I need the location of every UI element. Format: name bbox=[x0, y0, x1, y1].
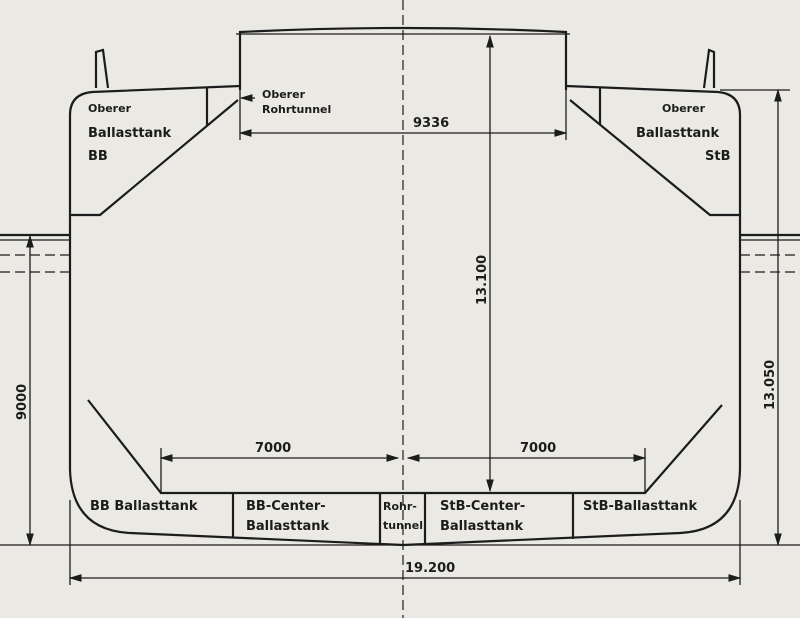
trunk-outline bbox=[238, 26, 568, 90]
upper-tunnel-label-1: Oberer bbox=[262, 88, 306, 101]
upper-tank-stbd-label-3: StB bbox=[705, 149, 731, 164]
port-center-label-1: BB-Center- bbox=[246, 499, 326, 514]
dim-depth-side-label: 13.050 bbox=[763, 360, 778, 410]
dim-depth-side bbox=[720, 88, 790, 547]
port-ballast-label: BB Ballasttank bbox=[90, 499, 198, 514]
pipe-tunnel-label-1: Rohr- bbox=[383, 500, 417, 513]
hull-outline bbox=[68, 84, 742, 547]
upper-tank-port-label-2: Ballasttank bbox=[88, 126, 172, 141]
waterline-port bbox=[0, 233, 70, 273]
waterline-stbd bbox=[740, 233, 800, 273]
upper-tunnel-label-2: Rohrtunnel bbox=[262, 103, 331, 116]
bottom-tank-walls bbox=[231, 493, 575, 544]
upper-tank-port-label-3: BB bbox=[88, 149, 108, 164]
dim-draft-label: 9000 bbox=[15, 384, 30, 420]
upper-tank-stbd-label-2: Ballasttank bbox=[636, 126, 720, 141]
post-port bbox=[94, 48, 110, 89]
stbd-center-label-1: StB-Center- bbox=[440, 499, 525, 514]
pipe-tunnel-label-2: tunnel bbox=[383, 519, 423, 532]
stbd-center-label-2: Ballasttank bbox=[440, 519, 524, 534]
stbd-ballast-label: StB-Ballasttank bbox=[583, 499, 697, 514]
post-stbd bbox=[702, 48, 716, 89]
dim-beam-label: 19.200 bbox=[405, 561, 455, 576]
dim-center-tanks bbox=[159, 448, 647, 493]
dim-depth-center-label: 13.100 bbox=[475, 255, 490, 305]
dim-trunk-width-label: 9336 bbox=[413, 116, 449, 131]
upper-tank-port-slope bbox=[70, 99, 239, 217]
port-center-label-2: Ballasttank bbox=[246, 519, 330, 534]
upper-tank-stbd-slope bbox=[569, 99, 740, 217]
tank-top bbox=[87, 399, 723, 495]
upper-tank-port-label-1: Oberer bbox=[88, 102, 132, 115]
dim-beam bbox=[68, 500, 742, 585]
upper-tank-stbd-label-1: Oberer bbox=[662, 102, 706, 115]
dim-center-port-label: 7000 bbox=[255, 441, 291, 456]
dim-center-stbd-label: 7000 bbox=[520, 441, 556, 456]
